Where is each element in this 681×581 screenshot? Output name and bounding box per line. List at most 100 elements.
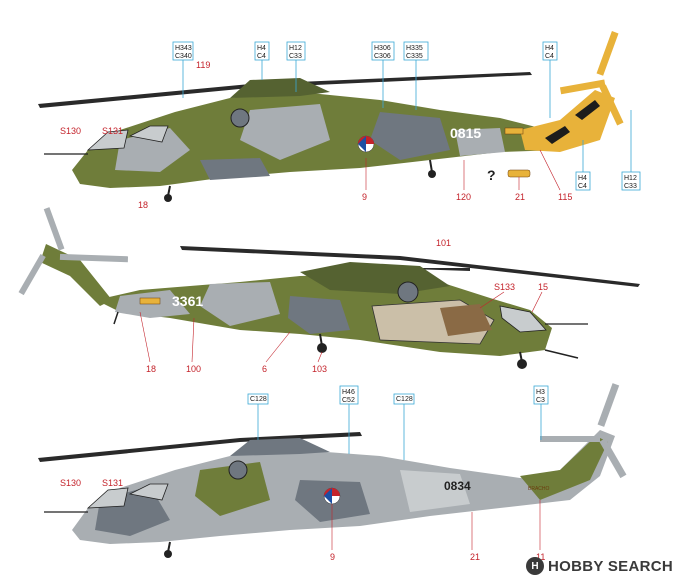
- roundel-blue: [324, 488, 332, 504]
- refs-top: 119 S130 S131 9 120 21 115 18 ?: [60, 60, 572, 210]
- camo-patch: [240, 104, 330, 160]
- svg-text:S131: S131: [102, 478, 123, 488]
- helicopter-bot: 0834 BRACHO: [38, 383, 627, 558]
- camo-patch: [200, 158, 270, 180]
- svg-text:9: 9: [330, 552, 335, 562]
- tail-rotor-top: [559, 31, 624, 126]
- tail-stripe: [575, 100, 600, 120]
- tail-rotor-bot: [540, 383, 627, 479]
- camo-patch: [288, 296, 350, 334]
- main-rotor-mid: [180, 246, 640, 287]
- engine-intake: [228, 460, 248, 480]
- extra-decal: [507, 169, 531, 178]
- svg-text:21: 21: [470, 552, 480, 562]
- svg-text:120: 120: [456, 192, 471, 202]
- wheel: [517, 359, 527, 369]
- callout-c128-a: C128: [247, 393, 269, 440]
- watermark-text: HOBBY SEARCH: [547, 557, 673, 575]
- engine-intake: [397, 281, 419, 303]
- wheel: [428, 170, 436, 178]
- svg-text:15: 15: [538, 282, 548, 292]
- svg-text:S130: S130: [60, 126, 81, 136]
- watermark-logo: H: [525, 557, 544, 575]
- svg-text:S130: S130: [60, 478, 81, 488]
- cockpit-front: [86, 129, 129, 151]
- engine-hump-bot: [230, 438, 330, 456]
- engine-intake: [230, 108, 250, 128]
- svg-text:100: 100: [186, 364, 201, 374]
- wheel: [317, 343, 327, 353]
- watermark: H HOBBY SEARCH: [525, 557, 673, 575]
- cockpit-rear: [128, 483, 169, 501]
- tail-rotor-mid: [18, 207, 129, 296]
- svg-text:S133: S133: [494, 282, 515, 292]
- callout-c128-b: C128: [393, 393, 415, 460]
- wheel: [164, 550, 172, 558]
- crew-figures: [440, 304, 492, 336]
- tail-boom-yellow: [520, 90, 615, 152]
- svg-text:11: 11: [536, 552, 545, 562]
- tail-fin-mid: [40, 244, 112, 306]
- stencil-tag: [504, 127, 524, 135]
- svg-text:18: 18: [138, 200, 148, 210]
- svg-text:103: 103: [312, 364, 327, 374]
- stencil-tag: [139, 297, 161, 305]
- nose-gun: [544, 349, 579, 359]
- question-mark: ?: [487, 167, 496, 183]
- camo-patch: [200, 282, 280, 326]
- main-rotor-top: [38, 72, 532, 108]
- tail-stripe: [545, 126, 570, 144]
- engine-hump-top: [230, 78, 330, 98]
- svg-text:C128: C128: [250, 396, 267, 403]
- tail-number-bot: 0834: [444, 479, 471, 493]
- svg-text:21: 21: [515, 192, 525, 202]
- wheel: [164, 194, 172, 202]
- svg-text:6: 6: [262, 364, 267, 374]
- tail-number-top: 0815: [450, 125, 481, 141]
- svg-text:9: 9: [362, 192, 367, 202]
- svg-text:115: 115: [558, 192, 572, 202]
- svg-text:101: 101: [436, 238, 451, 248]
- cockpit-front: [86, 487, 129, 509]
- camo-patch: [455, 128, 505, 156]
- nose-text: BRACHO: [528, 486, 550, 492]
- camo-patch: [400, 470, 470, 512]
- camo-patch: [115, 128, 190, 172]
- cockpit-mid: [499, 305, 547, 333]
- camo-patch: [195, 462, 270, 516]
- gear-strut: [113, 311, 119, 325]
- svg-text:C128: C128: [396, 396, 413, 403]
- refs-bot: S130 S131 9 21 11: [60, 478, 545, 562]
- svg-text:119: 119: [196, 60, 210, 70]
- helicopter-mid: 3361: [18, 207, 640, 369]
- refs-mid: 101 S133 15 18 100 6 103: [139, 238, 548, 374]
- camo-patch: [370, 112, 450, 160]
- cockpit-rear: [128, 125, 169, 143]
- tail-number-mid: 3361: [172, 293, 203, 309]
- helicopter-top: 0815: [38, 31, 624, 202]
- roundel-blue: [358, 136, 366, 152]
- gear-strut: [429, 159, 433, 173]
